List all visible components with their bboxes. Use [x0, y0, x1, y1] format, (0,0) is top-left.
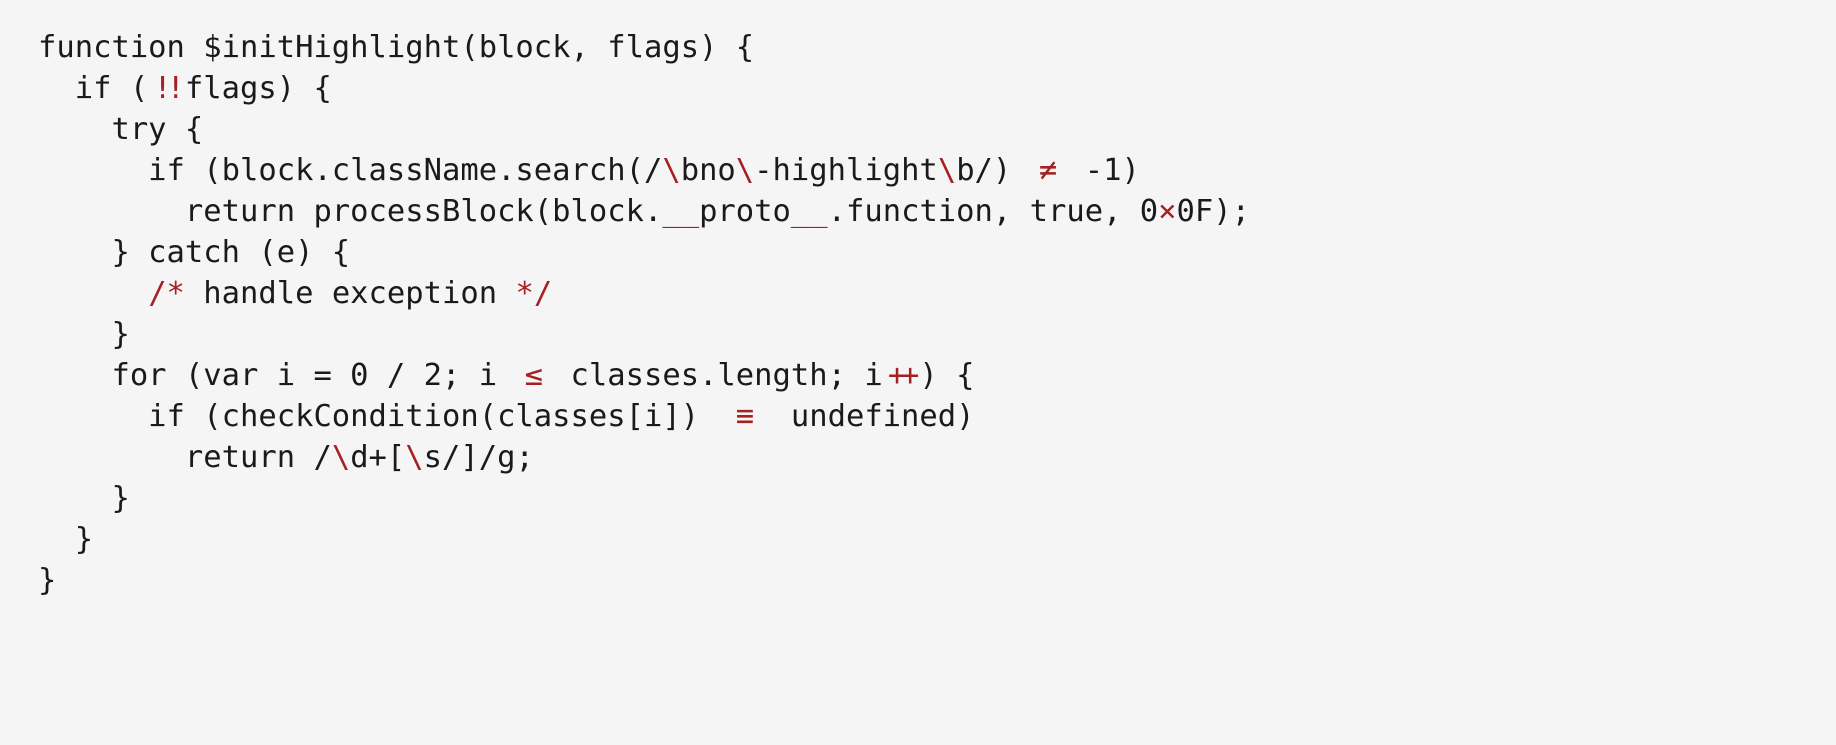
- code-text: s/]/g;: [423, 440, 534, 475]
- code-line: try {: [38, 109, 1816, 150]
- code-line: function $initHighlight(block, flags) {: [38, 27, 1816, 68]
- double-bang-ligature: !!: [153, 71, 185, 106]
- code-text: \: [662, 153, 681, 188]
- code-text: flags) {: [184, 71, 332, 106]
- code-text: return processBlock(block.: [38, 194, 663, 229]
- code-text: -highlight: [754, 153, 938, 188]
- comment-open-ligature: /*: [148, 276, 185, 311]
- not-equal-ligature: ≠: [1038, 153, 1058, 188]
- code-text: b/): [956, 153, 1030, 188]
- code-text: \: [735, 153, 755, 188]
- code-text: for (var i = 0 / 2; i: [38, 358, 516, 393]
- code-line: for (var i = 0 / 2; i ≤ classes.length; …: [38, 355, 1816, 396]
- code-text: if (block.className.search(/: [38, 153, 663, 188]
- code-text: }: [38, 481, 130, 516]
- code-text: }: [38, 317, 130, 352]
- code-text: -1): [1066, 153, 1140, 188]
- double-underscore-ligature: __: [790, 194, 828, 229]
- code-text: classes.length; i: [552, 358, 883, 393]
- comment-close-ligature: */: [515, 276, 553, 311]
- less-equal-ligature: ≤: [524, 358, 543, 393]
- code-text: try {: [38, 112, 204, 147]
- code-text: ) {: [919, 358, 975, 393]
- code-text: }: [38, 563, 57, 598]
- code-text: .function, true, 0: [827, 194, 1159, 229]
- code-text: bno: [680, 153, 736, 188]
- code-text: proto: [699, 194, 791, 229]
- code-line: } catch (e) {: [38, 232, 1816, 273]
- code-text: 0F);: [1176, 194, 1250, 229]
- code-text: handle exception: [184, 276, 516, 311]
- code-text: if (: [38, 71, 149, 106]
- code-text: d+[: [350, 440, 406, 475]
- hex-x-ligature: ×: [1158, 194, 1177, 229]
- double-plus-ligature: ++: [887, 358, 920, 393]
- double-underscore-ligature: __: [662, 194, 700, 229]
- code-line: }: [38, 478, 1816, 519]
- code-text: return /: [38, 440, 332, 475]
- code-line: if (checkCondition(classes[i]) ≡ undefin…: [38, 396, 1816, 437]
- code-line: }: [38, 519, 1816, 560]
- code-text: [38, 276, 148, 311]
- code-line: if (block.className.search(/\bno\-highli…: [38, 150, 1816, 191]
- code-text: function $initHighlight(block, flags) {: [38, 30, 755, 65]
- code-text: }: [38, 522, 94, 557]
- code-text: \: [405, 440, 424, 475]
- code-line: }: [38, 314, 1816, 355]
- code-line: if (!!flags) {: [38, 68, 1816, 109]
- code-line: return processBlock(block.__proto__.func…: [38, 191, 1816, 232]
- code-text: if (checkCondition(classes[i]): [38, 399, 718, 434]
- code-text: } catch (e) {: [38, 235, 351, 270]
- code-text: \: [937, 153, 957, 188]
- code-text: \: [331, 440, 351, 475]
- code-line: }: [38, 560, 1816, 601]
- code-line: return /\d+[\s/]/g;: [38, 437, 1816, 478]
- triple-equal-ligature: ≡: [735, 399, 755, 434]
- code-line: /* handle exception */: [38, 273, 1816, 314]
- code-text: undefined): [772, 399, 975, 434]
